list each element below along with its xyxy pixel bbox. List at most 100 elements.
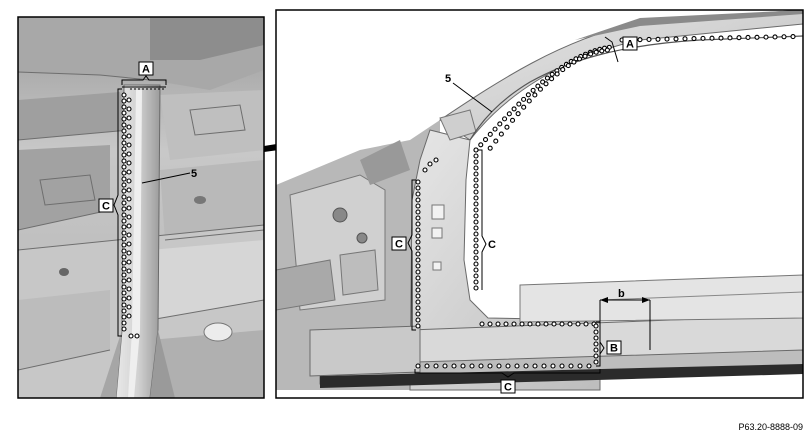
left-callout-a: A bbox=[138, 61, 154, 76]
weld-point bbox=[473, 249, 479, 255]
weld-point bbox=[121, 98, 127, 104]
right-overview-panel bbox=[276, 10, 803, 398]
weld-point bbox=[537, 86, 543, 92]
weld-point bbox=[126, 124, 132, 130]
weld-point bbox=[126, 295, 132, 301]
weld-point bbox=[763, 34, 769, 40]
weld-point bbox=[543, 81, 549, 87]
weld-point bbox=[532, 92, 538, 98]
weld-point bbox=[121, 140, 127, 146]
weld-point bbox=[593, 49, 599, 55]
weld-point bbox=[586, 363, 592, 369]
weld-point bbox=[593, 341, 599, 347]
weld-point bbox=[497, 121, 503, 127]
right-label-b-dimension: b bbox=[618, 288, 625, 300]
weld-point bbox=[473, 261, 479, 267]
weld-point bbox=[577, 363, 583, 369]
weld-point bbox=[646, 36, 652, 43]
weld-point bbox=[493, 138, 499, 144]
weld-point bbox=[535, 321, 541, 327]
left-label-c: C bbox=[102, 201, 110, 213]
weld-point bbox=[473, 255, 479, 261]
weld-point bbox=[559, 321, 565, 327]
weld-point bbox=[126, 97, 132, 103]
weld-point bbox=[541, 363, 547, 369]
weld-point bbox=[492, 126, 498, 132]
weld-point bbox=[691, 36, 697, 42]
weld-point bbox=[121, 284, 127, 290]
weld-point bbox=[121, 194, 127, 200]
figure-reference: P63.20-8888-09 bbox=[738, 422, 803, 432]
weld-point bbox=[727, 35, 733, 41]
weld-point bbox=[422, 167, 428, 173]
weld-point bbox=[509, 117, 516, 123]
weld-point bbox=[121, 302, 127, 308]
weld-point bbox=[575, 321, 581, 327]
weld-point bbox=[473, 243, 479, 249]
weld-point bbox=[126, 286, 132, 292]
weld-point bbox=[433, 157, 439, 163]
weld-point bbox=[593, 335, 599, 341]
weld-point bbox=[424, 363, 430, 369]
weld-point bbox=[478, 363, 484, 369]
weld-point bbox=[128, 333, 134, 339]
weld-point bbox=[126, 133, 132, 139]
weld-point bbox=[126, 205, 132, 211]
weld-point bbox=[473, 183, 479, 189]
weld-point bbox=[593, 359, 599, 365]
weld-point bbox=[754, 34, 760, 40]
weld-point bbox=[506, 111, 512, 117]
weld-point bbox=[709, 35, 715, 41]
weld-point bbox=[682, 36, 688, 42]
weld-point bbox=[415, 281, 421, 287]
weld-point bbox=[121, 218, 127, 224]
weld-point bbox=[571, 59, 577, 65]
left-panel-frame bbox=[17, 16, 265, 399]
weld-point bbox=[487, 131, 493, 137]
weld-point bbox=[479, 321, 485, 327]
weld-point bbox=[511, 106, 517, 112]
weld-point bbox=[415, 209, 421, 215]
weld-point bbox=[415, 197, 421, 203]
weld-point bbox=[781, 34, 787, 40]
weld-point bbox=[560, 67, 566, 73]
weld-point bbox=[415, 287, 421, 293]
weld-point bbox=[415, 239, 421, 245]
weld-point bbox=[504, 124, 510, 130]
weld-point bbox=[126, 142, 132, 148]
weld-point bbox=[126, 169, 132, 175]
weld-point bbox=[427, 161, 433, 167]
left-weld-points bbox=[121, 92, 140, 339]
weld-point bbox=[121, 224, 127, 230]
weld-point bbox=[415, 257, 421, 263]
weld-point bbox=[415, 203, 421, 209]
weld-point bbox=[121, 230, 127, 236]
weld-point bbox=[121, 260, 127, 266]
weld-point bbox=[126, 178, 132, 184]
weld-point bbox=[505, 363, 511, 369]
left-label-5: 5 bbox=[191, 168, 197, 180]
weld-point bbox=[126, 259, 132, 265]
weld-point bbox=[121, 320, 127, 326]
weld-point bbox=[126, 151, 132, 157]
weld-point bbox=[637, 37, 643, 43]
weld-point bbox=[126, 214, 132, 220]
left-detail-panel bbox=[18, 17, 264, 398]
right-callout-b: B bbox=[606, 340, 622, 355]
weld-point bbox=[473, 153, 479, 159]
weld-point bbox=[415, 215, 421, 221]
weld-point bbox=[482, 136, 489, 143]
weld-point bbox=[549, 76, 555, 82]
right-label-5: 5 bbox=[445, 73, 451, 85]
right-label-c-window: C bbox=[488, 239, 496, 251]
weld-point bbox=[790, 34, 796, 40]
weld-point bbox=[121, 104, 127, 110]
right-weld-points bbox=[415, 34, 796, 369]
weld-point bbox=[415, 251, 421, 257]
weld-point bbox=[736, 35, 742, 41]
weld-point bbox=[126, 160, 132, 166]
weld-point bbox=[568, 363, 574, 369]
weld-point bbox=[442, 363, 448, 369]
weld-point bbox=[473, 195, 479, 201]
